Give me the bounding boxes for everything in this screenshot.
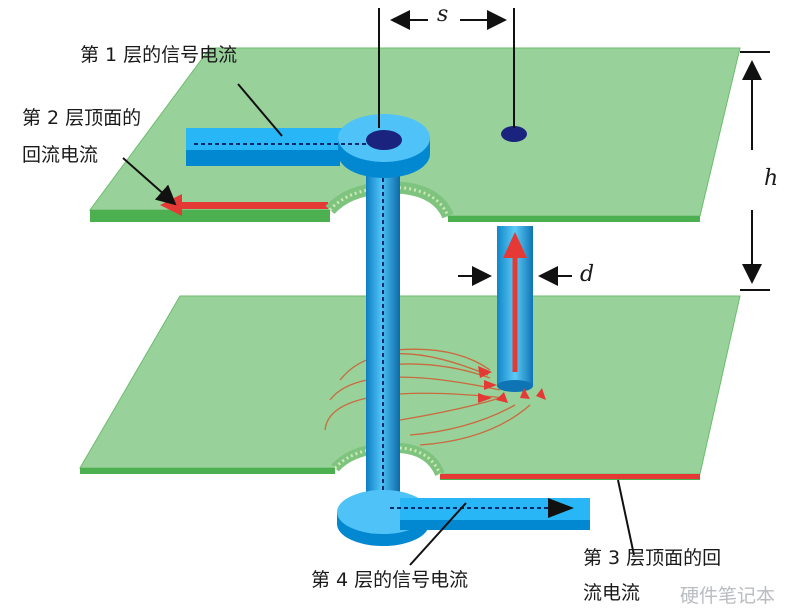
dimension-s: [378, 8, 515, 128]
return-via: [497, 126, 533, 392]
layer3-return-current: [440, 474, 700, 479]
dimension-h: [740, 51, 770, 291]
layer4-trace: [337, 490, 590, 546]
layer1-via-pad: [366, 130, 402, 150]
layer4-signal-label: 第 4 层的信号电流: [311, 569, 469, 591]
leader-lines: [122, 83, 635, 566]
field-arrowheads: [478, 366, 546, 403]
height-label: h: [764, 166, 779, 191]
layer4-signal-arrow-icon: [548, 498, 574, 518]
return-via-pad-top: [501, 126, 527, 142]
spacing-label: s: [437, 2, 449, 27]
layer2-return-label-line1: 第 2 层顶面的: [22, 107, 142, 129]
layer3-plane: [79, 295, 741, 480]
layer2-return-current: [175, 202, 328, 209]
layer1-signal-label: 第 1 层的信号电流: [80, 44, 238, 66]
layer1-trace: [186, 114, 430, 178]
diameter-label: d: [580, 262, 595, 287]
layer3-return-label-line2: 流电流: [583, 582, 641, 604]
watermark: 硬件笔记本: [680, 585, 776, 607]
layer2-return-label-line2: 回流电流: [22, 144, 99, 166]
layer3-return-label-line1: 第 3 层顶面的回: [583, 547, 722, 569]
return-via-arrow-icon: [503, 232, 527, 258]
signal-via: [366, 150, 400, 510]
